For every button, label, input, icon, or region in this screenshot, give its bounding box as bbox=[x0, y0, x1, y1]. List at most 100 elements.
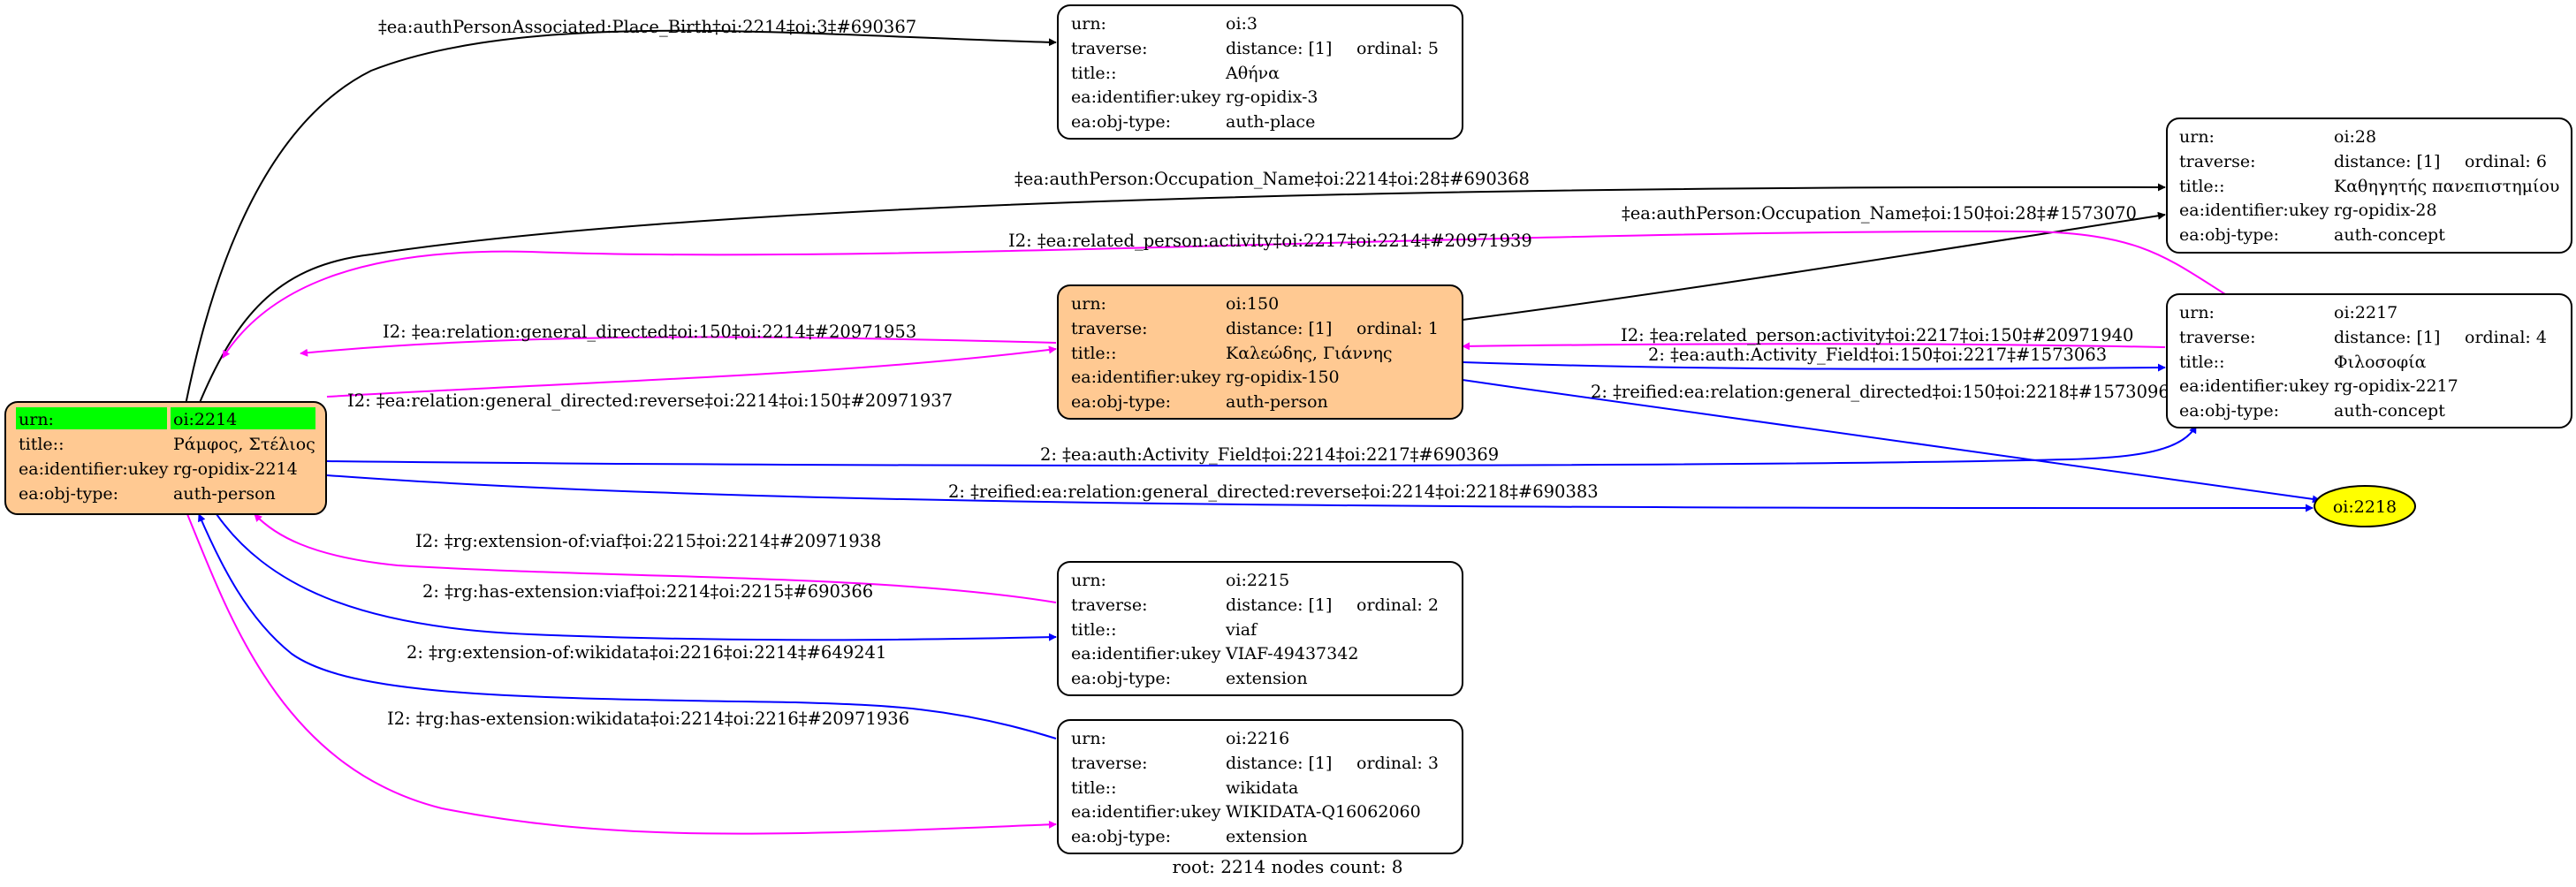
node-oi-2215-val-2: viaf bbox=[1225, 620, 1258, 640]
node-oi-2216-key-0: urn: bbox=[1071, 729, 1106, 748]
node-oi-2216-key-2: title:: bbox=[1071, 778, 1116, 798]
node-oi-3-key-2: title:: bbox=[1071, 64, 1116, 83]
node-oi-2216-key-1: traverse: bbox=[1071, 754, 1148, 773]
node-oi-2218-label: oi:2218 bbox=[2333, 497, 2397, 517]
node-oi-3-val-1: distance: [1] bbox=[1226, 39, 1332, 58]
node-oi-28-key-0: urn: bbox=[2179, 127, 2215, 147]
node-oi-2214-key-2: ea:identifier:ukey bbox=[19, 459, 169, 479]
node-oi-2217-extra-1: ordinal: 4 bbox=[2465, 328, 2547, 347]
node-oi-2215-key-4: ea:obj-type: bbox=[1071, 669, 1171, 688]
edge-label-2214-to-2215: 2: ‡rg:has-extension:viaf‡oi:2214‡oi:221… bbox=[422, 581, 873, 602]
node-oi-2216[interactable]: urn: oi:2216 traverse: distance: [1] ord… bbox=[1057, 719, 1463, 854]
node-oi-2217-key-2: title:: bbox=[2179, 353, 2224, 372]
node-oi-150[interactable]: urn: oi:150 traverse: distance: [1] ordi… bbox=[1057, 284, 1463, 420]
node-oi-3-key-4: ea:obj-type: bbox=[1071, 112, 1171, 132]
edge-label-2217-to-2214: I2: ‡ea:related_person:activity‡oi:2217‡… bbox=[1008, 231, 1532, 251]
node-oi-3-key-3: ea:identifier:ukey bbox=[1071, 87, 1221, 107]
edge-150-to-2217 bbox=[1462, 361, 2166, 372]
node-oi-2216-extra-1: ordinal: 3 bbox=[1356, 754, 1439, 773]
node-oi-28-val-3: rg-opidix-28 bbox=[2334, 201, 2437, 220]
node-oi-2214-header-left bbox=[16, 407, 167, 429]
node-oi-2215-val-0: oi:2215 bbox=[1226, 571, 1289, 590]
node-oi-2217-val-4: auth-concept bbox=[2334, 401, 2445, 421]
node-oi-150-box bbox=[1057, 284, 1463, 420]
node-oi-28-val-4: auth-concept bbox=[2334, 225, 2445, 245]
edge-2214-to-2216 bbox=[186, 513, 1057, 835]
node-oi-2217[interactable]: urn: oi:2217 traverse: distance: [1] ord… bbox=[2166, 293, 2572, 428]
node-oi-150-key-1: traverse: bbox=[1071, 319, 1148, 338]
edge-label-150-to-2218: 2: ‡reified:ea:relation:general_directed… bbox=[1591, 382, 2169, 402]
edge-2214-to-28 bbox=[198, 183, 2166, 406]
node-oi-2215-key-1: traverse: bbox=[1071, 595, 1148, 615]
edge-label-2215-to-2214: I2: ‡rg:extension-of:viaf‡oi:2215‡oi:221… bbox=[415, 531, 881, 551]
node-oi-28[interactable]: urn: oi:28 traverse: distance: [1] ordin… bbox=[2166, 118, 2572, 254]
edge-2214-to-3 bbox=[185, 29, 1057, 406]
node-oi-2215-val-4: extension bbox=[1226, 669, 1308, 688]
node-oi-150-extra-1: ordinal: 1 bbox=[1356, 319, 1439, 338]
graph-footer: root: 2214 nodes count: 8 bbox=[1172, 856, 1402, 877]
node-oi-2217-key-3: ea:identifier:ukey bbox=[2179, 376, 2329, 396]
node-oi-2215-key-3: ea:identifier:ukey bbox=[1071, 644, 1221, 663]
edge-label-150-to-28: ‡ea:authPerson:Occupation_Name‡oi:150‡oi… bbox=[1622, 203, 2137, 224]
node-oi-150-key-0: urn: bbox=[1071, 294, 1106, 314]
node-oi-2215-val-3: VIAF-49437342 bbox=[1225, 644, 1358, 663]
edge-2214-to-2215 bbox=[216, 513, 1057, 641]
node-oi-3-key-0: urn: bbox=[1071, 14, 1106, 34]
node-oi-150-val-3: rg-opidix-150 bbox=[1226, 368, 1340, 387]
node-oi-150-val-1: distance: [1] bbox=[1226, 319, 1332, 338]
node-oi-28-key-1: traverse: bbox=[2179, 152, 2256, 171]
node-oi-3-box bbox=[1057, 4, 1463, 140]
node-oi-2214-val-1: Ράμφος, Στέλιος bbox=[173, 435, 315, 454]
node-oi-150-key-2: title:: bbox=[1071, 344, 1116, 363]
edge-2215-to-2214 bbox=[254, 513, 1057, 603]
node-oi-28-key-4: ea:obj-type: bbox=[2179, 225, 2279, 245]
edge-2214-to-2217 bbox=[326, 425, 2197, 466]
edge-2217-to-150 bbox=[1462, 342, 2166, 351]
node-oi-2215[interactable]: urn: oi:2215 traverse: distance: [1] ord… bbox=[1057, 561, 1463, 696]
node-oi-2217-val-2: Φιλοσοφία bbox=[2334, 353, 2427, 372]
node-oi-28-val-2: Καθηγητής πανεπιστημίου bbox=[2334, 177, 2559, 196]
node-oi-2215-val-1: distance: [1] bbox=[1226, 595, 1332, 615]
node-oi-150-val-0: oi:150 bbox=[1226, 294, 1279, 314]
node-oi-2215-key-2: title:: bbox=[1071, 620, 1116, 640]
edge-label-2214-to-150: I2: ‡ea:relation:general_directed:revers… bbox=[347, 390, 953, 411]
node-oi-2217-val-3: rg-opidix-2217 bbox=[2334, 376, 2458, 396]
edge-label-2214-to-2218: 2: ‡reified:ea:relation:general_directed… bbox=[948, 481, 1599, 502]
node-oi-3-key-1: traverse: bbox=[1071, 39, 1148, 58]
node-oi-2217-box bbox=[2166, 293, 2572, 428]
node-oi-2217-key-0: urn: bbox=[2179, 303, 2215, 322]
node-oi-3[interactable]: urn: oi:3 traverse: distance: [1] ordina… bbox=[1057, 4, 1463, 140]
node-oi-2216-val-0: oi:2216 bbox=[1226, 729, 1289, 748]
node-oi-2218[interactable]: oi:2218 bbox=[2314, 485, 2416, 527]
node-oi-28-key-2: title:: bbox=[2179, 177, 2224, 196]
edge-2214-to-2218 bbox=[326, 474, 2314, 512]
node-oi-28-key-3: ea:identifier:ukey bbox=[2179, 201, 2329, 220]
node-oi-3-val-0: oi:3 bbox=[1226, 14, 1258, 34]
node-oi-2216-key-4: ea:obj-type: bbox=[1071, 827, 1171, 846]
edge-label-2214-to-2217: 2: ‡ea:auth:Activity_Field‡oi:2214‡oi:22… bbox=[1040, 444, 1499, 465]
edge-2214-to-150 bbox=[326, 345, 1057, 398]
node-oi-28-val-0: oi:28 bbox=[2334, 127, 2376, 147]
node-oi-3-val-4: auth-place bbox=[1226, 112, 1315, 132]
node-oi-2216-val-1: distance: [1] bbox=[1226, 754, 1332, 773]
node-oi-2214-root[interactable]: urn: oi:2214 title:: Ράμφος, Στέλιος ea:… bbox=[4, 401, 327, 515]
node-oi-2214-header-right bbox=[171, 407, 315, 429]
node-oi-2216-box bbox=[1057, 719, 1463, 854]
node-oi-3-val-3: rg-opidix-3 bbox=[1226, 87, 1318, 107]
node-oi-28-extra-1: ordinal: 6 bbox=[2465, 152, 2547, 171]
node-oi-2218-ellipse bbox=[2314, 485, 2416, 527]
node-oi-150-val-2: Καλεώδης, Γιάννης bbox=[1226, 344, 1393, 363]
node-oi-2215-extra-1: ordinal: 2 bbox=[1356, 595, 1439, 615]
edge-label-2214-to-2216: I2: ‡rg:has-extension:wikidata‡oi:2214‡o… bbox=[387, 709, 909, 729]
node-oi-2217-key-4: ea:obj-type: bbox=[2179, 401, 2279, 421]
node-oi-150-key-4: ea:obj-type: bbox=[1071, 392, 1171, 412]
node-oi-2216-val-3: WIKIDATA-Q16062060 bbox=[1226, 802, 1421, 822]
node-oi-2217-key-1: traverse: bbox=[2179, 328, 2256, 347]
node-oi-2214-key-0: urn: bbox=[19, 410, 54, 429]
node-oi-3-extra-1: ordinal: 5 bbox=[1356, 39, 1439, 58]
node-oi-2214-val-2: rg-opidix-2214 bbox=[173, 459, 298, 479]
node-oi-2216-key-3: ea:identifier:ukey bbox=[1071, 802, 1221, 822]
edges-layer: ‡ea:authPersonAssociated:Place_Birth‡oi:… bbox=[185, 17, 2321, 835]
node-oi-2217-val-0: oi:2217 bbox=[2334, 303, 2397, 322]
